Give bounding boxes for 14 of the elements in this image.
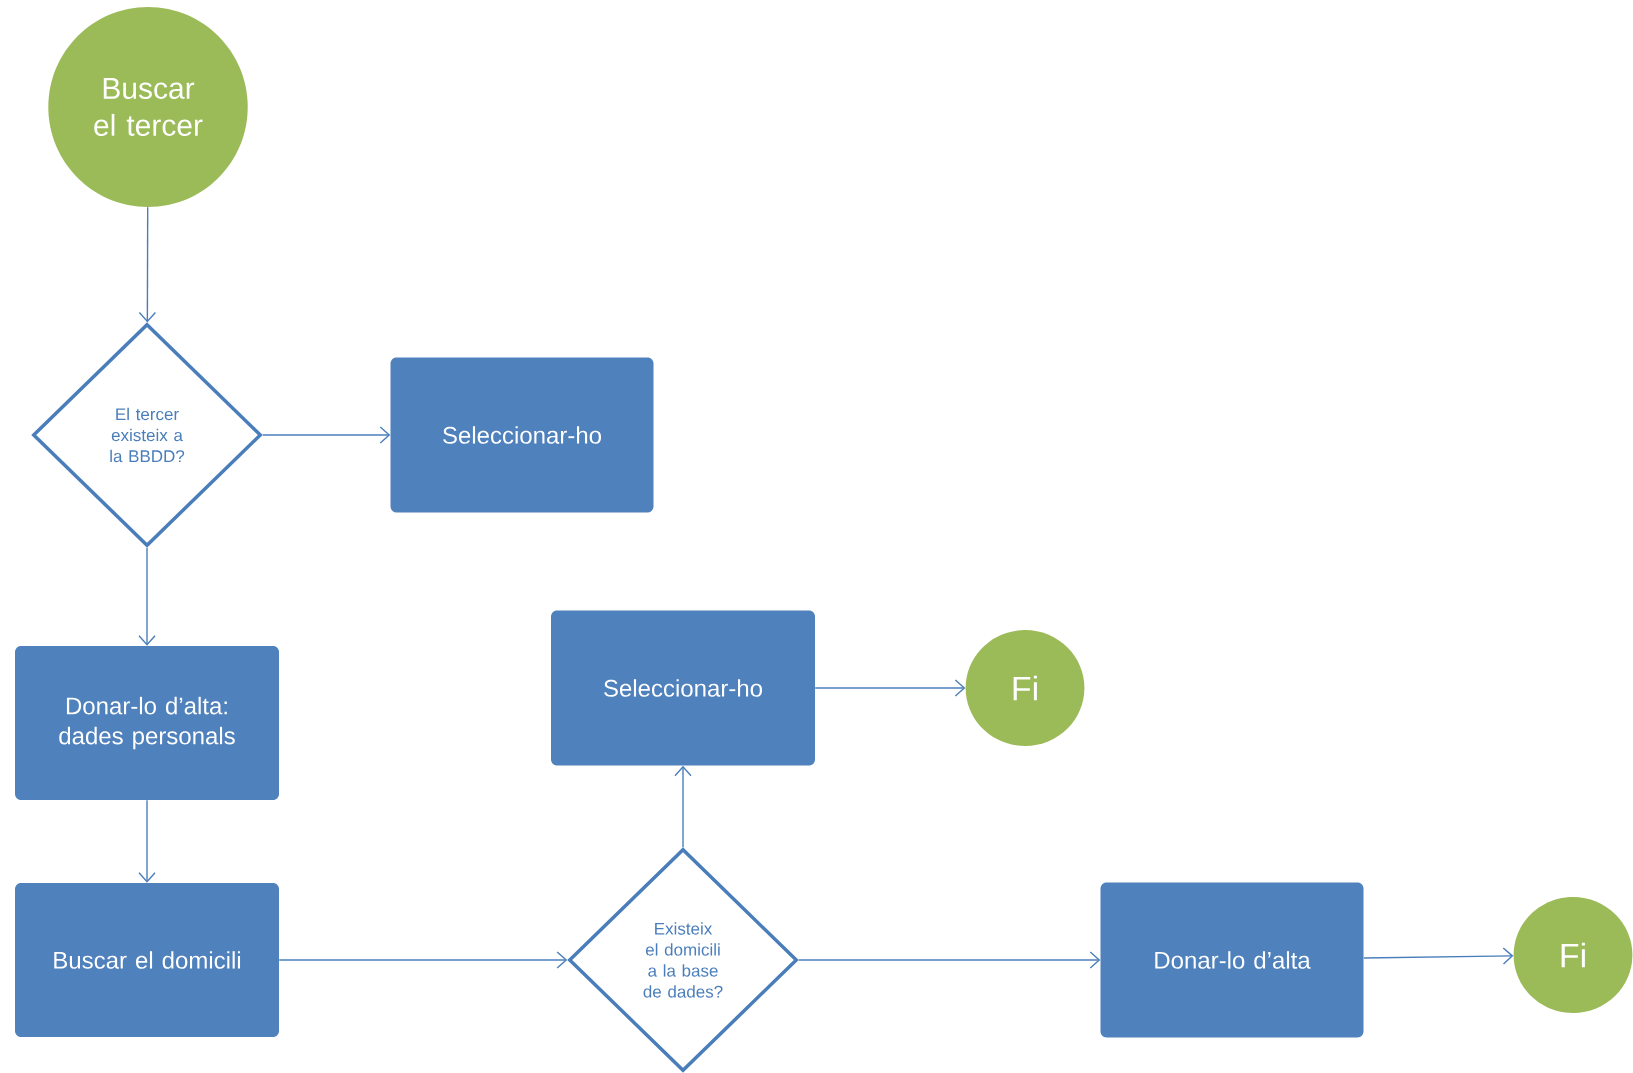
process-box: Seleccionar-ho bbox=[551, 610, 815, 766]
arrow bbox=[278, 951, 568, 969]
arrow bbox=[1363, 947, 1514, 965]
arrow bbox=[674, 765, 692, 848]
arrow bbox=[814, 679, 966, 697]
arrow bbox=[262, 426, 391, 444]
arrow bbox=[138, 799, 156, 883]
arrow bbox=[798, 951, 1101, 969]
process-box: Donar-lo d’alta: dades personals bbox=[15, 646, 279, 800]
process-box: Seleccionar-ho bbox=[390, 357, 654, 513]
process-box: Buscar el domicili bbox=[15, 883, 279, 1037]
arrow bbox=[138, 206, 157, 323]
arrow bbox=[138, 547, 156, 646]
process-box: Donar-lo d’alta bbox=[1100, 882, 1364, 1038]
